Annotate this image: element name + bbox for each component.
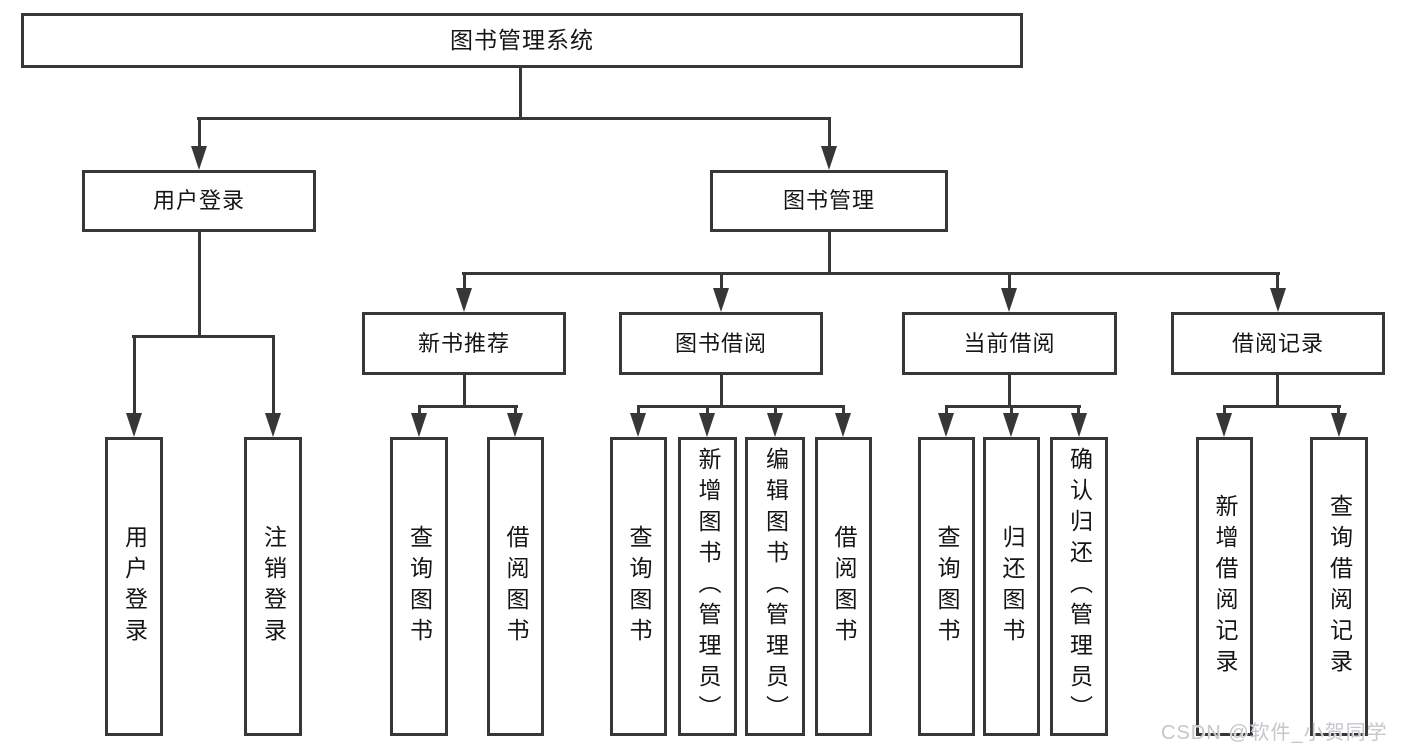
connector-drop-leaf xyxy=(842,405,845,417)
node-book-borrowing: 图书借阅 xyxy=(619,312,823,375)
connector-drop-leaf xyxy=(637,405,640,417)
node-user-login: 用户登录 xyxy=(82,170,316,232)
connector-drop-leaf xyxy=(133,335,136,417)
leaf-return-books: 归还图书 xyxy=(983,437,1040,736)
arrowhead-down-icon xyxy=(767,413,783,437)
connector-book-borrowing-bus xyxy=(637,405,845,408)
arrowhead-down-icon xyxy=(126,413,142,437)
connector-new-book-stem xyxy=(463,375,466,405)
arrowhead-down-icon xyxy=(630,413,646,437)
connector-drop-leaf xyxy=(706,405,709,417)
arrowhead-down-icon xyxy=(713,288,729,312)
arrowhead-down-icon xyxy=(1270,288,1286,312)
csdn-watermark: CSDN @软件_小贺同学 xyxy=(1161,722,1388,744)
connector-drop-level3 xyxy=(1276,272,1279,292)
leaf-borrow-books-recommend: 借阅图书 xyxy=(487,437,544,736)
connector-current-borrowing-stem xyxy=(1008,375,1011,405)
connector-drop-leaf xyxy=(1010,405,1013,417)
connector-drop-leaf xyxy=(945,405,948,417)
node-library-management-system: 图书管理系统 xyxy=(21,13,1023,68)
node-book-management: 图书管理 xyxy=(710,170,948,232)
connector-drop-leaf xyxy=(418,405,421,417)
connector-root-bus xyxy=(197,117,831,120)
connector-root-stem xyxy=(519,68,522,117)
node-borrowing-records: 借阅记录 xyxy=(1171,312,1385,375)
leaf-add-books-admin: 新增图书（管理员） xyxy=(678,437,737,736)
connector-drop-level3 xyxy=(720,272,723,292)
arrowhead-down-icon xyxy=(507,413,523,437)
leaf-confirm-return-admin: 确认归还（管理员） xyxy=(1050,437,1108,736)
leaf-borrow-books-borrowing: 借阅图书 xyxy=(815,437,872,736)
connector-new-book-bus xyxy=(418,405,518,408)
leaf-add-borrow-record: 新增借阅记录 xyxy=(1196,437,1253,736)
leaf-query-books-recommend: 查询图书 xyxy=(390,437,448,736)
arrowhead-down-icon xyxy=(1071,413,1087,437)
arrowhead-down-icon xyxy=(265,413,281,437)
connector-current-borrowing-bus xyxy=(945,405,1081,408)
arrowhead-down-icon xyxy=(1001,288,1017,312)
arrowhead-down-icon xyxy=(699,413,715,437)
arrowhead-down-icon xyxy=(411,413,427,437)
connector-book-management-bus xyxy=(462,272,1280,275)
leaf-query-borrow-record: 查询借阅记录 xyxy=(1310,437,1368,736)
arrowhead-down-icon xyxy=(938,413,954,437)
connector-drop-leaf xyxy=(1223,405,1226,417)
node-new-book-recommend: 新书推荐 xyxy=(362,312,566,375)
connector-drop-level3 xyxy=(1008,272,1011,292)
connector-drop-level3 xyxy=(463,272,466,292)
leaf-edit-books-admin: 编辑图书（管理员） xyxy=(745,437,805,736)
arrowhead-down-icon xyxy=(835,413,851,437)
leaf-logout: 注销登录 xyxy=(244,437,302,736)
connector-drop-leaf xyxy=(1077,405,1080,417)
leaf-user-login: 用户登录 xyxy=(105,437,163,736)
arrowhead-down-icon xyxy=(1003,413,1019,437)
connector-book-management-stem xyxy=(828,232,831,272)
connector-drop-leaf xyxy=(272,335,275,417)
node-current-borrowing: 当前借阅 xyxy=(902,312,1117,375)
arrowhead-down-icon xyxy=(191,146,207,170)
leaf-query-books-current: 查询图书 xyxy=(918,437,975,736)
connector-borrowing-records-stem xyxy=(1276,375,1279,405)
connector-drop-book-management xyxy=(828,117,831,149)
connector-drop-leaf xyxy=(774,405,777,417)
leaf-query-books-borrowing: 查询图书 xyxy=(610,437,667,736)
connector-book-borrowing-stem xyxy=(720,375,723,405)
arrowhead-down-icon xyxy=(1216,413,1232,437)
connector-user-login-bus xyxy=(132,335,275,338)
connector-user-login-stem xyxy=(198,232,201,335)
arrowhead-down-icon xyxy=(821,146,837,170)
connector-drop-user-login xyxy=(198,117,201,149)
arrowhead-down-icon xyxy=(456,288,472,312)
arrowhead-down-icon xyxy=(1331,413,1347,437)
connector-drop-leaf xyxy=(1337,405,1340,417)
connector-borrowing-records-bus xyxy=(1223,405,1341,408)
connector-drop-leaf xyxy=(514,405,517,417)
